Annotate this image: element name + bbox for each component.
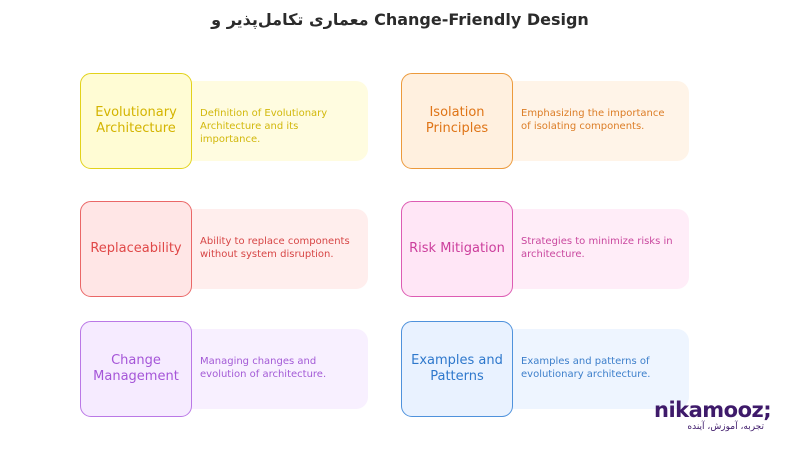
concept-description: Ability to replace components without sy… [200, 236, 350, 260]
concept-description: Definition of Evolutionary Architecture … [200, 108, 328, 145]
concept-label: Replaceability [90, 241, 182, 256]
concept-description-box: Ability to replace components without sy… [164, 209, 368, 289]
concept-card-isolation-principles: Emphasizing the importance of isolating … [401, 73, 689, 169]
concept-label: Change Management [93, 353, 179, 384]
concept-description-box: Emphasizing the importance of isolating … [485, 81, 689, 161]
concept-card-change-management: Managing changes and evolution of archit… [80, 321, 368, 417]
concept-description-box: Examples and patterns of evolutionary ar… [485, 329, 689, 409]
concept-description-box: Definition of Evolutionary Architecture … [164, 81, 368, 161]
concept-label: Isolation Principles [425, 105, 489, 136]
page-title: معماری تکامل‌پذیر و Change-Friendly Desi… [211, 10, 589, 29]
concept-label-box: Change Management [80, 321, 192, 417]
nikamooz-logo: nikamooz; تجربه، آموزش، آینده [654, 398, 788, 438]
concept-label-box: Risk Mitigation [401, 201, 513, 297]
logo-tagline: تجربه، آموزش، آینده [687, 422, 764, 432]
concept-description: Managing changes and evolution of archit… [200, 356, 327, 380]
concept-label-box: Isolation Principles [401, 73, 513, 169]
concept-description-box: Managing changes and evolution of archit… [164, 329, 368, 409]
concept-card-risk-mitigation: Strategies to minimize risks in architec… [401, 201, 689, 297]
concept-label: Evolutionary Architecture [95, 105, 177, 136]
logo-wordmark: nikamooz; [654, 398, 772, 422]
concept-label-box: Replaceability [80, 201, 192, 297]
concept-description: Strategies to minimize risks in architec… [521, 236, 673, 260]
concept-label-box: Examples and Patterns [401, 321, 513, 417]
concept-card-replaceability: Ability to replace components without sy… [80, 201, 368, 297]
concept-label: Risk Mitigation [409, 241, 505, 256]
concept-description: Emphasizing the importance of isolating … [521, 108, 665, 132]
concept-label: Examples and Patterns [411, 353, 503, 384]
concept-card-evolutionary-architecture: Definition of Evolutionary Architecture … [80, 73, 368, 169]
concept-card-examples-and-patterns: Examples and patterns of evolutionary ar… [401, 321, 689, 417]
concept-description: Examples and patterns of evolutionary ar… [521, 356, 651, 380]
concept-label-box: Evolutionary Architecture [80, 73, 192, 169]
concept-description-box: Strategies to minimize risks in architec… [485, 209, 689, 289]
